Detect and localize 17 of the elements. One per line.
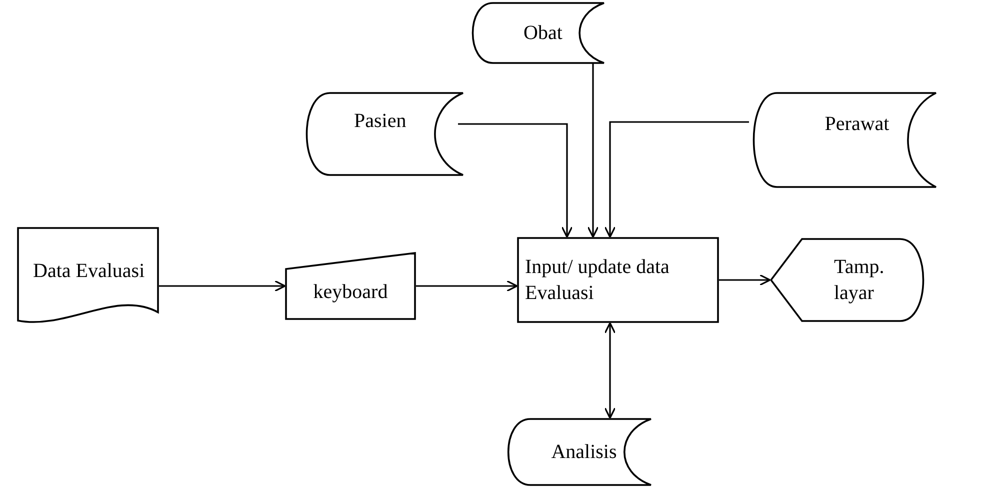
arrow <box>458 123 573 238</box>
node-label: Perawat <box>824 112 890 137</box>
node-label: keyboard <box>313 280 388 305</box>
manual-input-shape <box>285 252 416 320</box>
arrow <box>604 121 749 238</box>
process-box <box>517 237 719 323</box>
arrow <box>159 280 286 292</box>
node-label: Obat <box>524 21 562 46</box>
arrow <box>587 62 599 238</box>
node-label: Tamp. layar <box>834 255 886 306</box>
arrow <box>719 274 771 286</box>
node-label: Input/ update data Evaluasi <box>525 255 670 306</box>
arrow <box>416 280 518 292</box>
arrow <box>604 322 616 419</box>
node-label: Pasien <box>354 109 406 134</box>
node-label: Data Evaluasi <box>33 259 145 284</box>
node-label: Analisis <box>551 440 617 465</box>
